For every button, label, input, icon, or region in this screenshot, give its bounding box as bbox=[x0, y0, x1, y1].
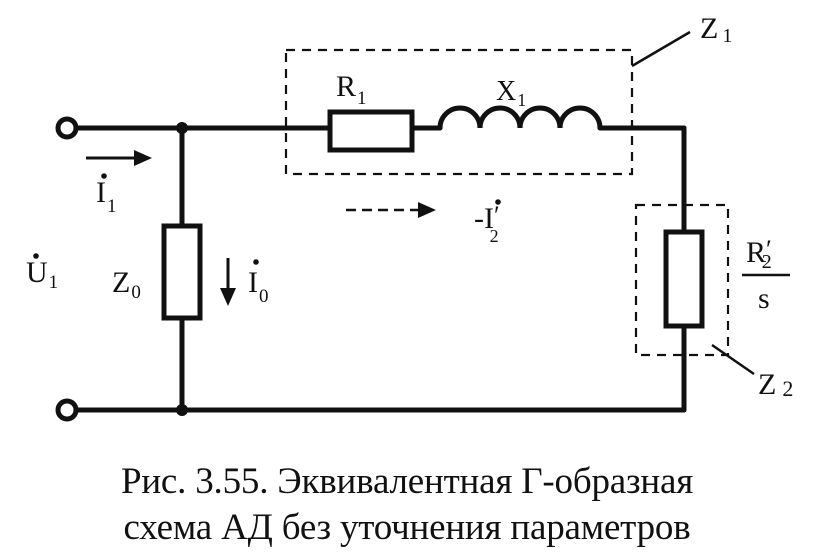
label-i2: -I′2 bbox=[474, 201, 500, 246]
input-terminal-bottom bbox=[55, 398, 79, 422]
arrow-i0 bbox=[220, 258, 236, 306]
label-s: s bbox=[758, 282, 770, 315]
label-x1: X1 bbox=[496, 76, 526, 110]
label-i1: I1 bbox=[96, 176, 117, 217]
label-u1: U1 bbox=[26, 256, 58, 293]
junction-node-top bbox=[176, 122, 188, 134]
label-r2: R′2 bbox=[746, 235, 772, 273]
arrow-i1 bbox=[86, 150, 152, 166]
junction-node-bottom bbox=[176, 404, 188, 416]
label-i0: I0 bbox=[248, 266, 269, 307]
caption-line-2: схема АД без уточнения параметров bbox=[123, 507, 691, 548]
dashed-box-z2 bbox=[634, 203, 730, 357]
resistor-z0 bbox=[161, 223, 203, 321]
input-terminal-top bbox=[55, 116, 79, 140]
phasor-dot-u1 bbox=[33, 253, 39, 259]
resistor-r1 bbox=[327, 109, 415, 153]
dashed-box-z1 bbox=[284, 48, 634, 176]
label-z0: Z0 bbox=[112, 266, 141, 303]
label-r1: R1 bbox=[336, 70, 367, 109]
phasor-dot-i0 bbox=[253, 259, 259, 265]
phasor-dot-i2 bbox=[495, 199, 501, 205]
phasor-dot-i1 bbox=[101, 173, 107, 179]
leader-line-z2 bbox=[711, 343, 755, 376]
caption-line-1: Рис. 3.55. Эквивалентная Г-образная bbox=[120, 461, 694, 502]
inductor-x1 bbox=[437, 105, 603, 131]
leader-line-z1 bbox=[631, 30, 691, 68]
resistor-r2 bbox=[663, 229, 705, 329]
arrow-i2 bbox=[346, 202, 436, 218]
